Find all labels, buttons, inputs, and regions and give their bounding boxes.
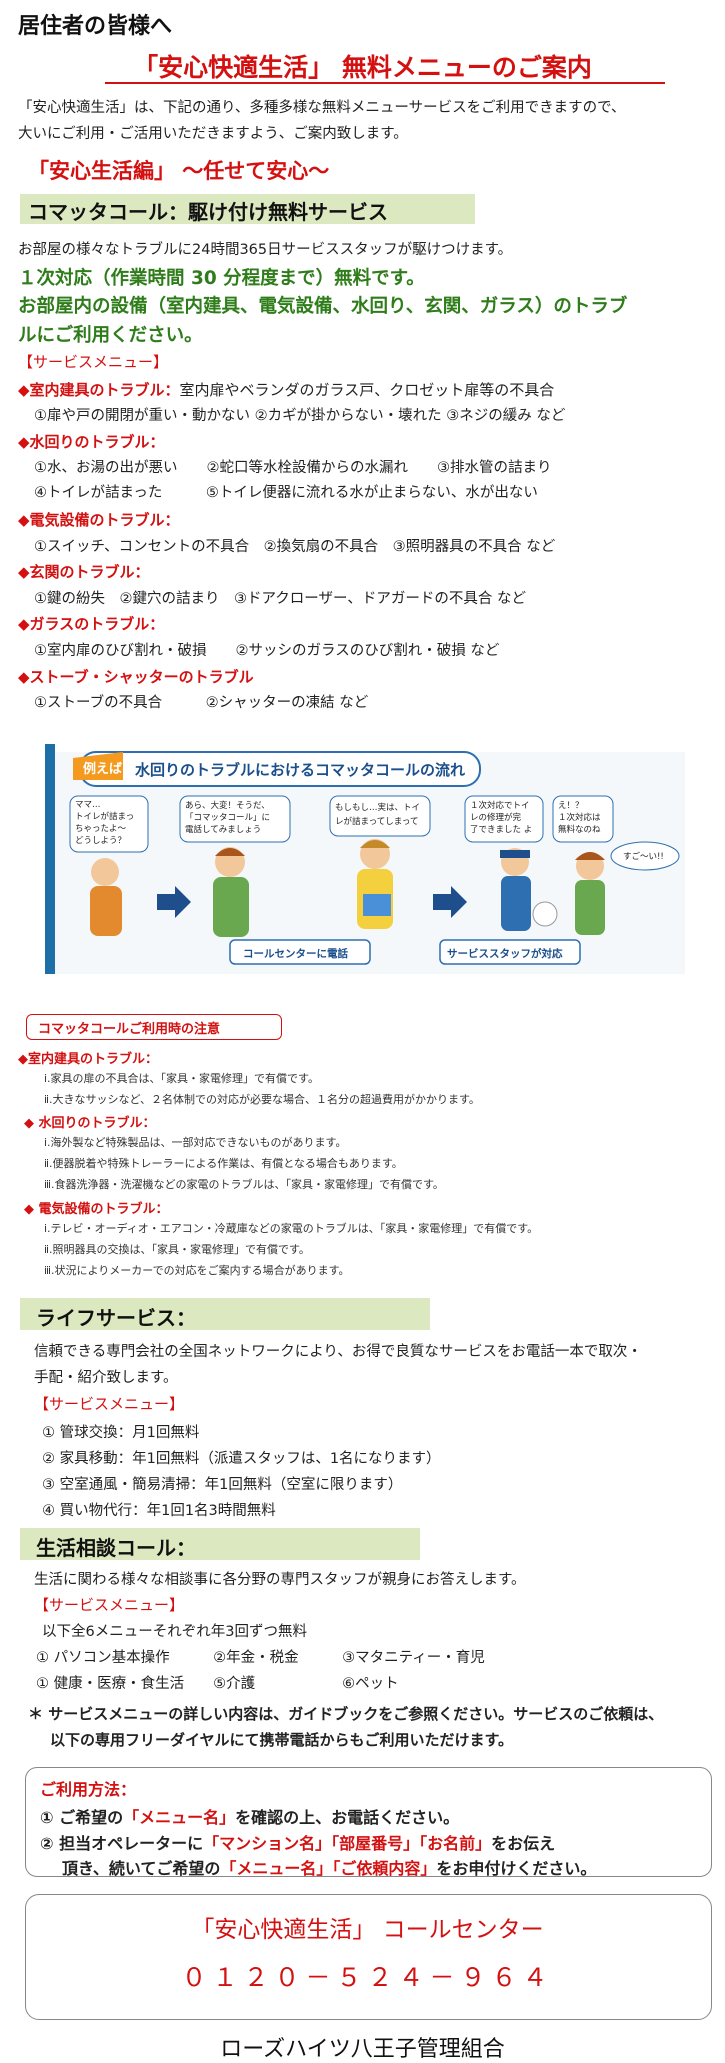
notes-item: ⅲ.食器洗浄器・洗濯機などの家電のトラブルは、「家具・家電修理」で有償です。: [44, 1178, 444, 1191]
bubble-1-line: ちゃったよ〜: [75, 824, 127, 834]
greeting-heading: 居住者の皆様へ: [18, 14, 173, 39]
flow-box-call-center: コールセンターに電話: [243, 947, 348, 960]
usage-note-2: ルにご利用ください。: [18, 325, 203, 346]
komatta-lead: お部屋の様々なトラブルに24時間365日サービススタッフが駆けつけます。: [18, 242, 513, 258]
life-desc-2: 手配・紹介致します。: [34, 1370, 178, 1386]
service-menu-label: 【サービスメニュー】: [18, 353, 169, 371]
free-first-response: １次対応（作業時間 30 分程度まで）無料です。: [18, 268, 425, 289]
bubble-2-line: 「コマッタコール」に: [185, 813, 270, 823]
consult-band: [20, 1528, 420, 1560]
bubble-2-line: あら、大変！そうだ、: [185, 800, 270, 811]
usage-note-1: お部屋内の設備（室内建具、電気設備、水回り、玄関、ガラス）のトラブ: [18, 296, 628, 317]
notes-item: ⅰ.海外製など特殊製品は、一部対応できないものがあります。: [44, 1136, 347, 1149]
notes-item: ⅰ.テレビ・オーディオ・エアコン・冷蔵庫などの家電のトラブルは、「家具・家電修理…: [44, 1222, 539, 1235]
notes-item: ⅱ.照明器具の交換は、「家具・家電修理」で有償です。: [44, 1243, 310, 1256]
call-center-box: [25, 1894, 712, 2020]
notes-item: ⅰ.家具の扉の不具合は、「家具・家電修理」で有償です。: [44, 1072, 319, 1085]
notes-item: ⅱ.便器脱着や特殊トレーラーによる作業は、有償となる場合もあります。: [44, 1157, 403, 1170]
call-center-number[interactable]: ０１２０－５２４－９６４: [181, 1963, 554, 1992]
bubble-5-line: １次対応は: [558, 812, 601, 823]
bubble-4-line: １次対応でトイ: [470, 800, 530, 811]
notes-group-title: ◆ 水回りのトラブル：: [24, 1116, 156, 1131]
life-service-label: ライフサービス：: [36, 1306, 196, 1330]
bubble-5-line: え！？: [558, 801, 584, 811]
category-item: ①水、お湯の出が悪い ②蛇口等水栓設備からの水漏れ ③排水管の詰まり: [34, 460, 552, 476]
category-item: ①室内扉のひび割れ・破損 ②サッシのガラスのひび割れ・破損 など: [34, 643, 500, 659]
bubble-4-line: 了できました よ: [470, 825, 532, 835]
bubble-1-line: ママ…: [75, 800, 101, 810]
bubble-5-line: 無料なのね: [558, 824, 601, 835]
anshin-section-title: 「安心生活編」 ～任せて安心～: [28, 159, 330, 183]
consult-sub: 以下全6メニューそれぞれ年3回ずつ無料: [42, 1624, 307, 1640]
consult-menu-label: 【サービスメニュー】: [34, 1596, 185, 1614]
intro-line-2: 大いにご利用・ご活用いただきますよう、ご案内致します。: [18, 126, 408, 142]
bubble-6: すご〜い!!: [623, 851, 664, 862]
footnote-line-1: ＊ サービスメニューの詳しい内容は、ガイドブックをご参照ください。サービスのご依…: [28, 1705, 664, 1723]
komatta-band-label: コマッタコール：駆け付け無料サービス: [28, 200, 388, 224]
consult-label: 生活相談コール：: [36, 1536, 196, 1560]
bubble-1-line: トイレが詰まっ: [75, 811, 134, 822]
consult-desc: 生活に関わる様々な相談事に各分野の専門スタッフが親身にお答えします。: [34, 1572, 526, 1588]
life-service-band: [20, 1298, 430, 1330]
illustration-badge: 例えば…: [83, 761, 135, 777]
illustration-heading: 水回りのトラブルにおけるコマッタコールの流れ: [135, 761, 465, 779]
life-menu-item: ④ 買い物代行：年1回1名3時間無料: [42, 1503, 276, 1519]
category-item: ①扉や戸の開閉が重い・動かない ②カギが掛からない・壊れた ③ネジの緩み など: [34, 408, 566, 424]
how-to-step-1: ① ご希望の「メニュー名」を確認の上、お電話ください。: [40, 1808, 460, 1827]
notes-item: ⅲ.状況によりメーカーでの対応をご案内する場合があります。: [44, 1264, 350, 1277]
life-menu-item: ① 管球交換：月1回無料: [42, 1425, 200, 1441]
life-menu-item: ② 家具移動：年1回無料（派遣スタッフは、1名になります）: [42, 1451, 441, 1467]
category-title: ◆室内建具のトラブル：室内扉やベランダのガラス戸、クロゼット扉等の不具合: [18, 381, 555, 399]
how-to-step-2-cont: 頂き、続いてご希望の「メニュー名」「ご依頼内容」をお申付けください。: [62, 1859, 597, 1878]
notes-item: ⅱ.大きなサッシなど、２名体制での対応が必要な場合、１名分の超過費用がかかります…: [44, 1093, 480, 1106]
notes-group-title: ◆ 電気設備のトラブル：: [24, 1202, 169, 1217]
consult-row-2: ① 健康・医療・食生活 ⑤介護 ⑥ペット: [36, 1676, 399, 1692]
category-item: ①鍵の紛失 ②鍵穴の詰まり ③ドアクローザー、ドアガードの不具合 など: [34, 591, 526, 607]
category-title: ◆水回りのトラブル：: [18, 433, 165, 451]
bubble-1-line: どうしよう？: [75, 836, 126, 846]
notes-title-box: [26, 1014, 282, 1040]
category-item: ④トイレが詰まった ⑤トイレ便器に流れる水が止まらない、水が出ない: [34, 485, 538, 501]
bubble-2-line: 電話してみましょう: [185, 824, 261, 835]
flow-box-service-staff: サービススタッフが対応: [447, 947, 563, 960]
komatta-flow-illustration: 例えば… 水回りのトラブルにおけるコマッタコールの流れ ママ… トイレが詰まっ …: [45, 744, 685, 974]
life-menu-item: ③ 空室通風・簡易清掃：年1回無料（空室に限ります）: [42, 1477, 403, 1493]
category-title: ◆ガラスのトラブル：: [18, 615, 165, 633]
notes-group-title: ◆室内建具のトラブル：: [18, 1052, 158, 1067]
how-to-use-box: [25, 1767, 712, 1877]
life-menu-label: 【サービスメニュー】: [34, 1395, 185, 1413]
how-to-title: ご利用方法：: [40, 1780, 137, 1799]
category-item: ①ストーブの不具合 ②シャッターの凍結 など: [34, 695, 369, 711]
people-figures: [90, 839, 605, 937]
category-title: ◆電気設備のトラブル：: [18, 511, 180, 529]
bubble-4-line: レの修理が完: [470, 812, 522, 823]
footnote-line-2: 以下の専用フリーダイヤルにて携帯電話からもご利用いただけます。: [50, 1731, 514, 1749]
title-underline: [105, 82, 665, 84]
notes-title: コマッタコールご利用時の注意: [38, 1022, 221, 1037]
life-desc-1: 信頼できる専門会社の全国ネットワークにより、お得で良質なサービスをお電話一本で取…: [34, 1344, 642, 1360]
category-item: ①スイッチ、コンセントの不具合 ②換気扇の不具合 ③照明器具の不具合 など: [34, 539, 556, 555]
footer-organization: ローズハイツ八王子管理組合: [220, 2037, 505, 2062]
how-to-step-2: ② 担当オペレーターに「マンション名」「部屋番号」「お名前」をお伝え: [40, 1834, 556, 1853]
category-title: ◆玄関のトラブル：: [18, 563, 150, 581]
bubble-3-line: レが詰まってしまって: [335, 816, 418, 827]
intro-line-1: 「安心快適生活」は、下記の通り、多種多様な無料メニューサービスをご利用できますの…: [18, 100, 626, 116]
komatta-band: [20, 194, 475, 224]
call-center-title: 「安心快適生活」 コールセンター: [191, 1917, 544, 1943]
bubble-3-line: もしもし…実は、トイ: [335, 802, 420, 813]
consult-row-1: ① パソコン基本操作 ②年金・税金 ③マタニティー・育児: [36, 1650, 485, 1666]
category-title: ◆ストーブ・シャッターのトラブル: [18, 668, 254, 686]
page-title: 「安心快適生活」 無料メニューのご案内: [133, 53, 592, 82]
